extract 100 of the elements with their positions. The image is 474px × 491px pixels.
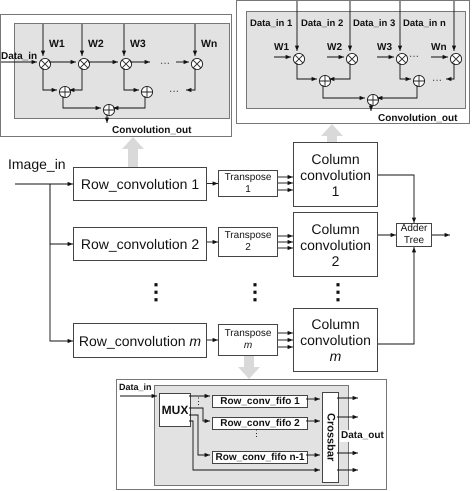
signal-label: Data_in (119, 381, 153, 397)
multiplier-symbol (450, 53, 462, 65)
multiplier-symbol (293, 53, 305, 65)
signal-label: Data_in 3 (353, 18, 396, 30)
block-arrow (122, 137, 144, 167)
shaded-panel (246, 11, 466, 109)
fifo-box: Row_conv_fifo n-1 (212, 451, 308, 464)
arrow (378, 174, 416, 224)
ellipsis: ⋮ (194, 396, 203, 407)
process-box: Adder Tree (396, 223, 432, 247)
arrow (176, 60, 190, 64)
arrow (378, 246, 416, 344)
arrow (130, 60, 150, 64)
multiplier-symbol (346, 53, 358, 65)
arrow (278, 188, 294, 192)
signal-label: Data_in 2 (301, 18, 344, 30)
arrow (42, 68, 58, 92)
arrow (112, 96, 146, 110)
arrow (348, 0, 352, 52)
arrow (188, 420, 320, 472)
signal-label: Data_in (1, 50, 43, 63)
block-arrow (321, 124, 343, 142)
ellipsis: ⋮ (145, 279, 167, 305)
arrow (306, 396, 320, 402)
signal-label: Convolution_out (368, 112, 464, 125)
arrow (88, 60, 118, 64)
arrow (278, 234, 294, 238)
arrow (192, 24, 198, 56)
arrow (326, 54, 344, 60)
arrow (400, 62, 412, 82)
adder-symbol (367, 94, 379, 106)
weight-label: W3 (377, 42, 396, 59)
arrow (328, 62, 350, 82)
arrow (398, 0, 402, 52)
multiplier-symbol (120, 58, 132, 70)
adder-symbol (319, 75, 331, 87)
process-box: Column convolution 2 (293, 212, 378, 277)
arrow (278, 344, 294, 350)
arrow (296, 62, 318, 82)
arrow (278, 246, 294, 250)
process-box: Row_convolution m (73, 323, 207, 358)
arrow (40, 24, 46, 56)
arrow (430, 54, 448, 60)
arrow (104, 114, 110, 124)
ellipsis: ⋮ (244, 279, 266, 305)
adder-symbol (59, 86, 71, 98)
arrow (80, 24, 84, 56)
weight-label: W1 (43, 26, 67, 51)
process-box: Row_convolution 2 (73, 227, 207, 261)
diagram-panel (236, 0, 470, 124)
ellipsis: ··· (409, 51, 419, 63)
arrow (306, 418, 320, 424)
arrow (206, 338, 218, 342)
process-box: Transpose m (218, 324, 278, 356)
arrow (120, 394, 158, 398)
mux-box: MUX (159, 393, 191, 427)
arrow (306, 452, 320, 458)
signal-label: Data_in n (403, 18, 446, 30)
weight-label: W2 (327, 42, 346, 59)
arrow (278, 330, 294, 336)
fifo-box: Row_conv_fifo 1 (212, 395, 308, 408)
block-arrow (238, 356, 260, 379)
arrow (278, 338, 294, 342)
multiplier-symbol (396, 53, 408, 65)
weight-label: Wn (195, 26, 219, 51)
arrow (206, 181, 218, 186)
ellipsis: ⋮ (252, 428, 261, 439)
diagram-panel (116, 379, 387, 490)
weight-label: W3 (124, 26, 148, 51)
process-box: Column convolution 1 (293, 142, 378, 207)
arrow (122, 24, 126, 56)
arrow (188, 394, 210, 398)
signal-label: Data_in 1 (250, 18, 292, 30)
arrow (322, 84, 366, 100)
arrow (336, 414, 358, 420)
arrow (336, 396, 358, 400)
multiplier-symbol (191, 58, 203, 70)
arrow (294, 0, 300, 52)
diagram-panel (0, 14, 232, 137)
multiplier-symbol (78, 58, 90, 70)
arrow (62, 96, 102, 110)
arrow (68, 68, 82, 92)
arrow (336, 450, 358, 456)
ellipsis: ··· (426, 75, 448, 87)
arrow (452, 0, 456, 52)
weight-label: Wn (431, 42, 450, 59)
arrow (14, 184, 74, 344)
arrow (124, 68, 140, 92)
multiplier-symbol (39, 58, 51, 70)
arrow (376, 84, 418, 100)
process-box: Row_convolution 1 (73, 167, 207, 201)
arrow (48, 60, 76, 64)
adder-symbol (103, 104, 115, 116)
process-box: Transpose 2 (218, 227, 278, 257)
ellipsis: ··· (160, 86, 188, 98)
arrow (188, 414, 210, 458)
arrow (278, 240, 294, 244)
arrow (376, 54, 394, 60)
adder-symbol (141, 86, 153, 98)
arrow (188, 408, 210, 424)
